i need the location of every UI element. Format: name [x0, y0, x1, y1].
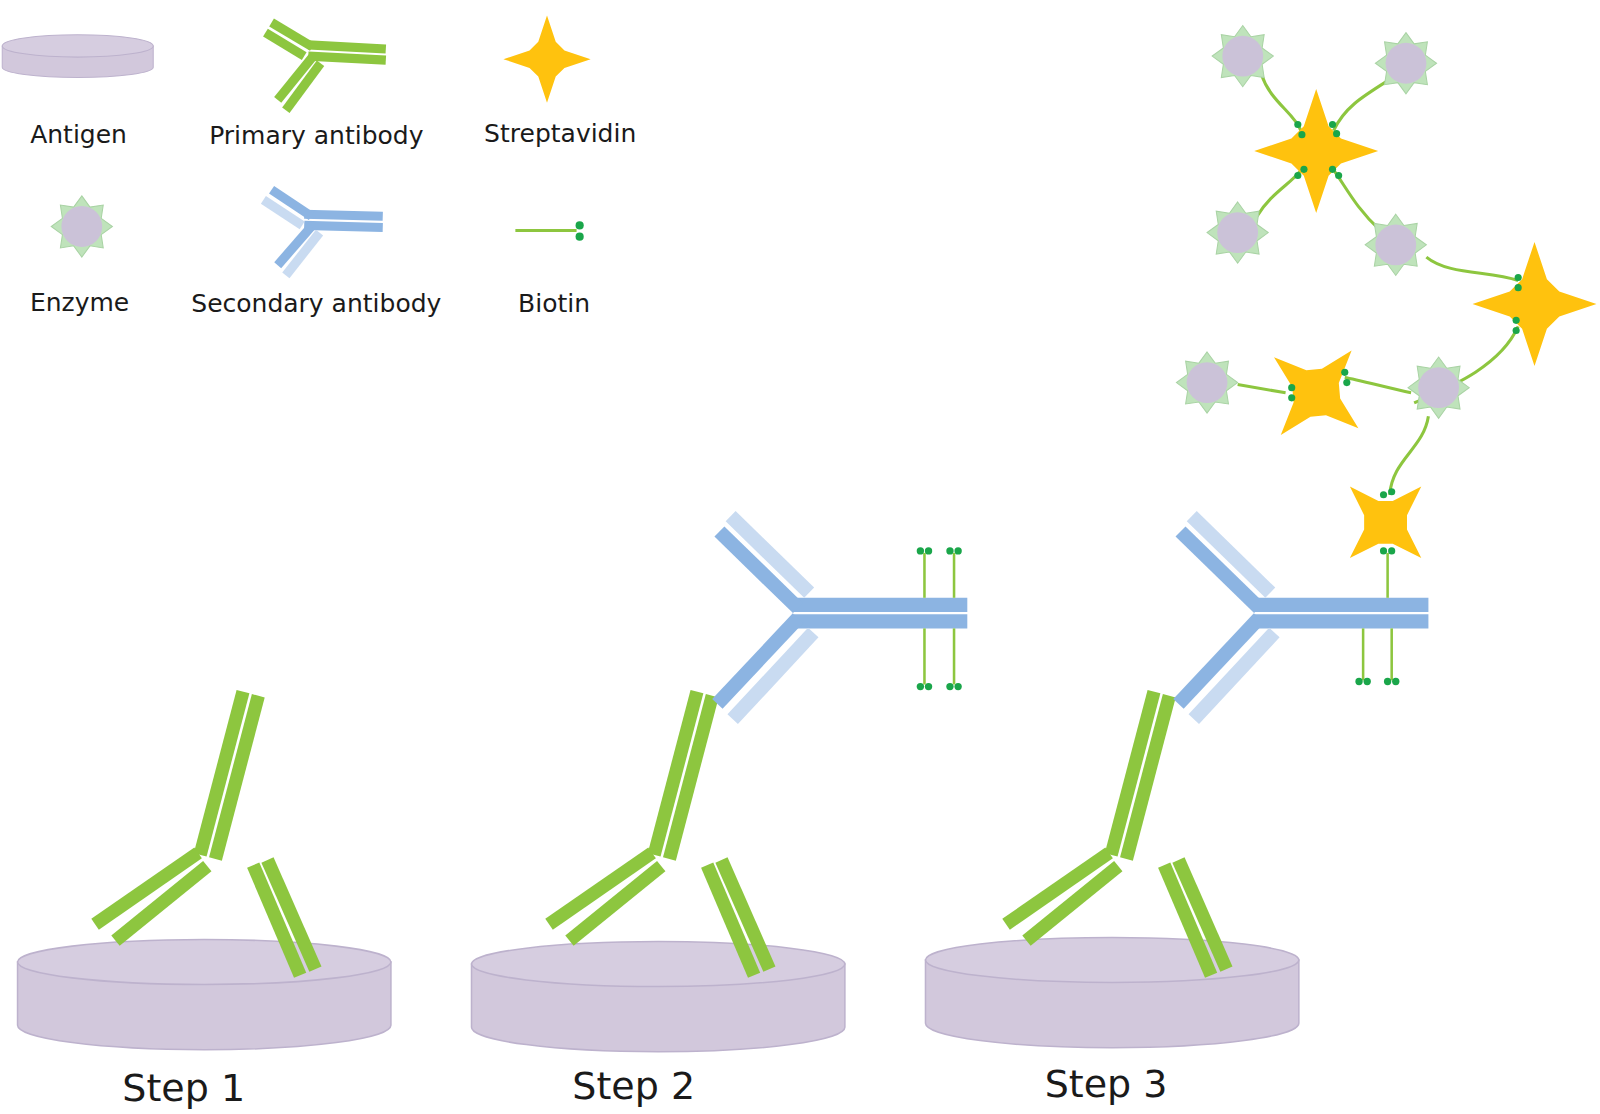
antigen-disc: [18, 940, 391, 1050]
step-label: Step 2: [572, 1064, 695, 1108]
legend-streptavidin-sample: [503, 16, 590, 103]
biotin-group: [924, 553, 1391, 685]
biotin-end: [917, 547, 933, 554]
streptavidin: [1239, 315, 1394, 470]
enzyme: [1365, 214, 1426, 275]
secondary-antibody: [1178, 516, 1428, 719]
legend-label: Streptavidin: [484, 118, 636, 147]
streptavidin: [1254, 89, 1378, 213]
legend-secondary-sample: [263, 190, 382, 276]
streptavidin: [1473, 242, 1597, 366]
enzyme: [1207, 202, 1268, 263]
bound-biotin-ends: [1288, 121, 1522, 555]
streptavidin: [1314, 451, 1457, 594]
legend-biotin-sample: [515, 221, 583, 240]
legend-label: Secondary antibody: [191, 289, 441, 318]
enzyme: [1176, 352, 1237, 413]
enzyme: [1408, 357, 1469, 418]
legend-antigen-sample: [2, 35, 153, 78]
primary-antibody: [95, 692, 315, 976]
primary-antibody: [549, 692, 769, 976]
primary-antibody: [1006, 692, 1226, 976]
legend-enzyme-sample: [51, 196, 112, 257]
step-label: Step 1: [122, 1066, 245, 1110]
biotin-links: [1238, 73, 1519, 494]
antigen-disc: [472, 942, 845, 1052]
enzyme: [1375, 33, 1436, 94]
secondary-antibody: [717, 516, 967, 719]
biotin-end: [946, 547, 962, 554]
legend-label: Primary antibody: [209, 120, 423, 149]
legend-label: Biotin: [518, 289, 590, 318]
step-label: Step 3: [1045, 1062, 1168, 1106]
biotin-end: [917, 683, 933, 690]
biotin-end: [1355, 678, 1371, 685]
legend-label: Enzyme: [30, 288, 129, 317]
antigen-disc: [925, 938, 1298, 1048]
biotin-end: [1384, 678, 1400, 685]
legend-primary-sample: [265, 22, 385, 110]
biotin-end: [946, 683, 962, 690]
legend-label: Antigen: [30, 119, 127, 148]
enzyme: [1212, 26, 1273, 87]
